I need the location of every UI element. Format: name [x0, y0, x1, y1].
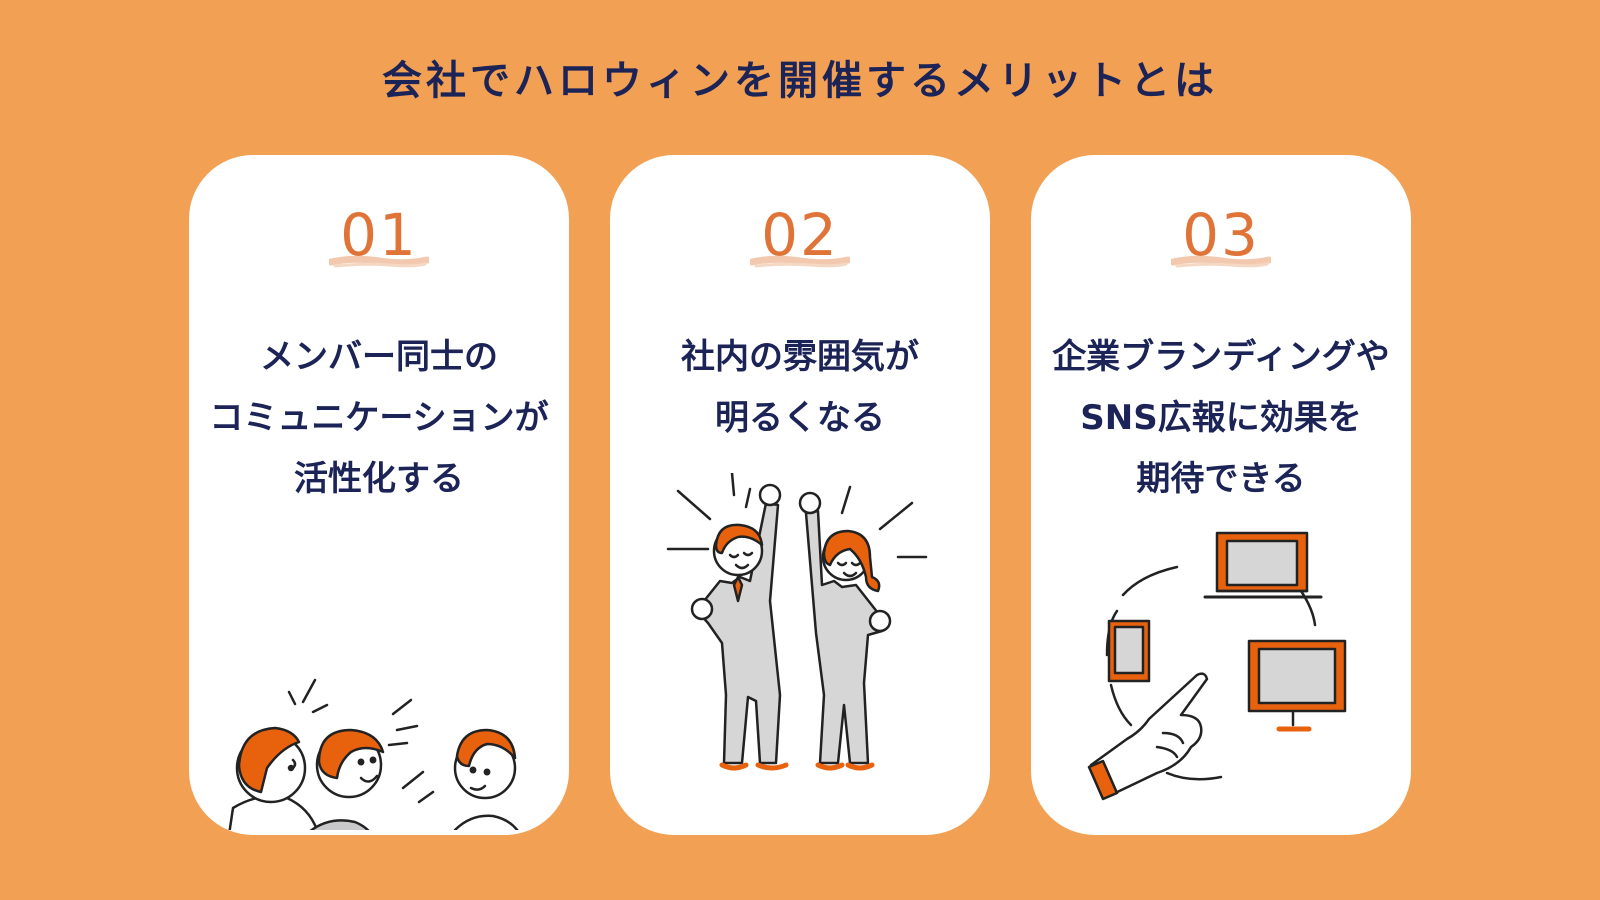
card-number: 03 — [1182, 201, 1260, 269]
card-heading-line: メンバー同士の — [260, 337, 498, 377]
card-heading-line: コミュニケーションが — [209, 398, 549, 438]
card-heading: 社内の雰囲気が 明るくなる — [620, 327, 980, 449]
benefit-card-1: 01 メンバー同士の コミュニケーションが 活性化する — [189, 155, 569, 835]
benefit-card-3: 03 企業ブランディングや SNS広報に効果を 期待できる — [1031, 155, 1411, 835]
card-heading: メンバー同士の コミュニケーションが 活性化する — [199, 327, 559, 510]
devices-pointing-hand-icon — [1087, 531, 1347, 801]
page-title: 会社でハロウィンを開催するメリットとは — [382, 58, 1218, 104]
brush-stroke-icon — [750, 255, 850, 268]
people-talking-icon — [228, 678, 519, 830]
card-number-block: 02 — [610, 201, 990, 281]
brush-stroke-icon — [329, 255, 429, 268]
card-heading-line: 企業ブランディングや — [1052, 337, 1390, 377]
cheering-people-icon — [666, 473, 928, 771]
card-heading: 企業ブランディングや SNS広報に効果を 期待できる — [1041, 327, 1401, 510]
card-heading-line: 明るくなる — [715, 398, 885, 438]
benefit-card-2: 02 社内の雰囲気が 明るくなる — [610, 155, 990, 835]
card-number-block: 01 — [189, 201, 569, 281]
card-heading-line: 活性化する — [294, 459, 464, 499]
card-heading-line: 社内の雰囲気が — [681, 337, 919, 377]
card-number: 01 — [340, 201, 418, 269]
card-number: 02 — [761, 201, 839, 269]
card-number-block: 03 — [1031, 201, 1411, 281]
card-heading-line: 期待できる — [1136, 459, 1306, 499]
card-heading-line: SNS広報に効果を — [1080, 398, 1362, 438]
brush-stroke-icon — [1171, 255, 1271, 268]
